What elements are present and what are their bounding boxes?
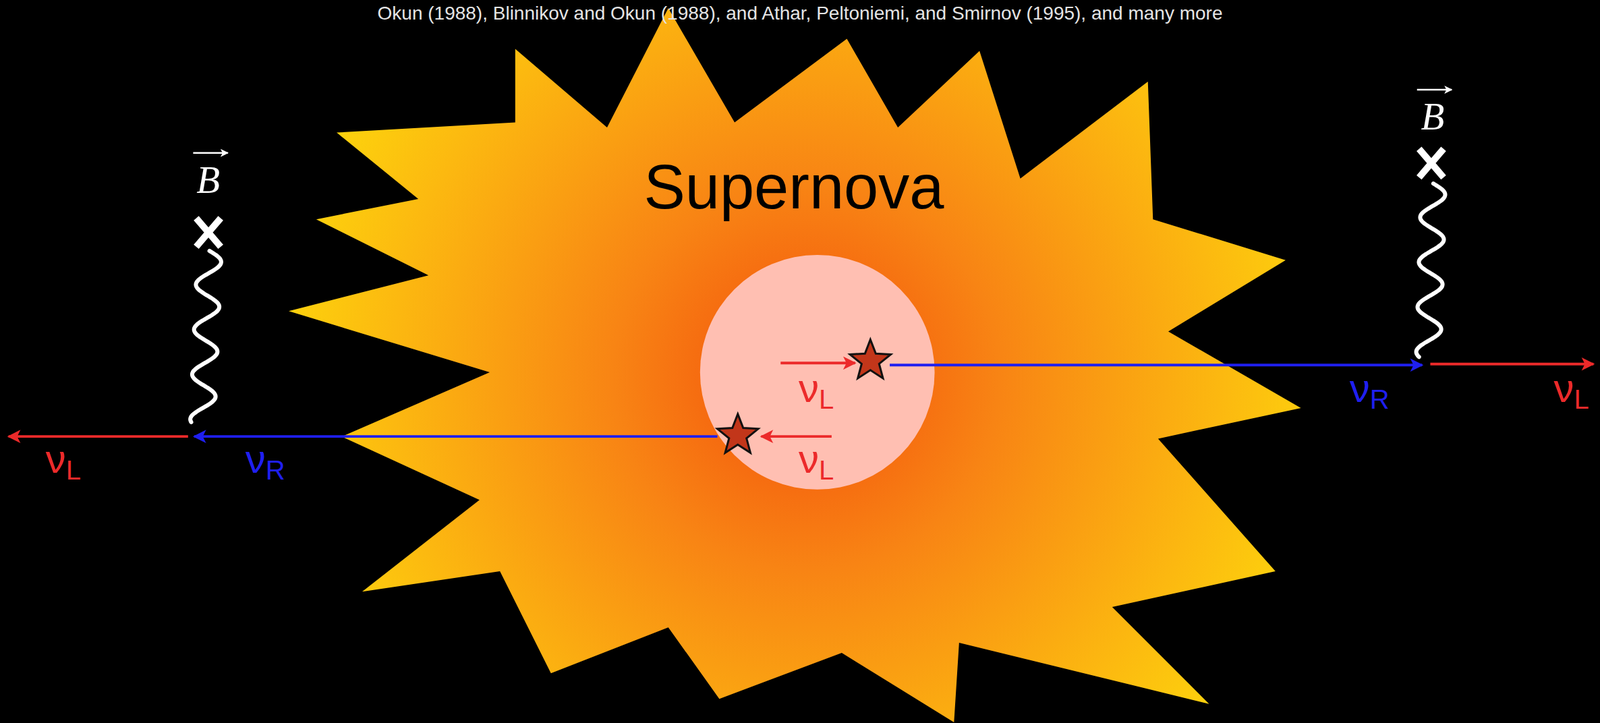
neutrino-label: νR xyxy=(245,438,286,484)
vector-arrow xyxy=(1417,89,1452,91)
photon-line xyxy=(190,250,222,423)
field-symbol: B xyxy=(1420,97,1445,136)
neutrino-label: νL xyxy=(798,368,834,414)
nu-left-arrow xyxy=(1430,362,1594,366)
neutrino-label: νL xyxy=(45,438,81,484)
region-title: Supernova xyxy=(643,151,944,222)
field-symbol: B xyxy=(196,160,220,199)
citation-note: Okun (1988), Blinnikov and Okun (1988), … xyxy=(377,4,1223,23)
neutrino-label: νR xyxy=(1349,368,1390,414)
nu-right-arrow xyxy=(194,435,718,438)
nu-left-arrow xyxy=(8,435,189,438)
neutrino-label: νL xyxy=(1554,368,1590,414)
vector-arrow xyxy=(192,152,228,154)
neutrino-label: νL xyxy=(798,438,834,484)
cross-mark xyxy=(1419,149,1444,178)
photon-line xyxy=(1416,183,1446,357)
nu-left-arrow xyxy=(780,361,855,365)
cross-mark xyxy=(196,218,221,247)
nu-right-arrow xyxy=(889,363,1422,367)
external-field-vertex xyxy=(196,218,221,247)
proto-neutron-star-core xyxy=(700,254,935,490)
spin-flip-vertex xyxy=(849,339,891,378)
external-field-vertex xyxy=(1419,149,1444,178)
nu-left-arrow xyxy=(761,435,832,438)
spin-flip-vertex xyxy=(717,414,759,453)
